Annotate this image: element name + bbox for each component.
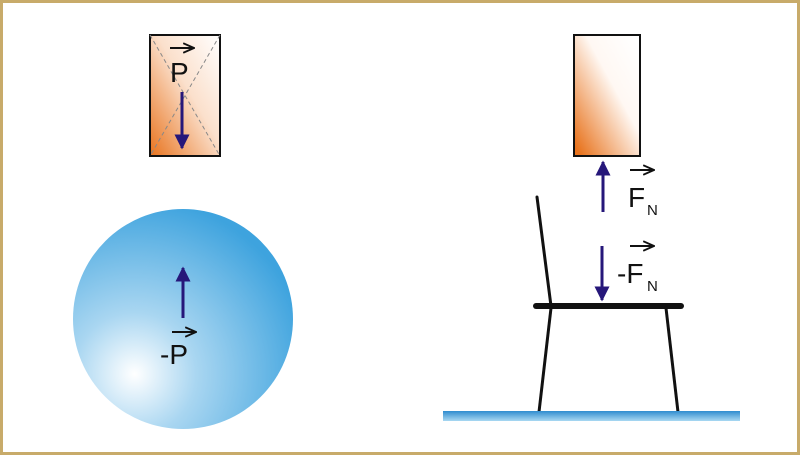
earth-sphere (73, 209, 293, 429)
reaction-normal-label: -F (617, 258, 643, 289)
block-diagonal-2 (149, 34, 221, 157)
block-diagonal-1 (149, 34, 221, 157)
resting-block (573, 34, 641, 157)
normal-force-label: F (628, 182, 645, 213)
chair (533, 195, 684, 414)
chair-front-leg (537, 306, 553, 414)
normal-force-group: F N (595, 160, 658, 219)
weight-label: P (170, 57, 189, 88)
weight-block-group: P (149, 34, 221, 157)
reaction-normal-subscript: N (647, 278, 658, 295)
earth-sphere-group: -P (73, 209, 293, 429)
floor (443, 411, 740, 421)
chair-back-leg (664, 306, 680, 414)
earth-reaction-label: -P (160, 339, 188, 370)
normal-force-subscript: N (647, 202, 658, 219)
resting-block-group (573, 34, 641, 157)
chair-back (535, 195, 553, 308)
reaction-normal-group: -F N (594, 246, 658, 302)
